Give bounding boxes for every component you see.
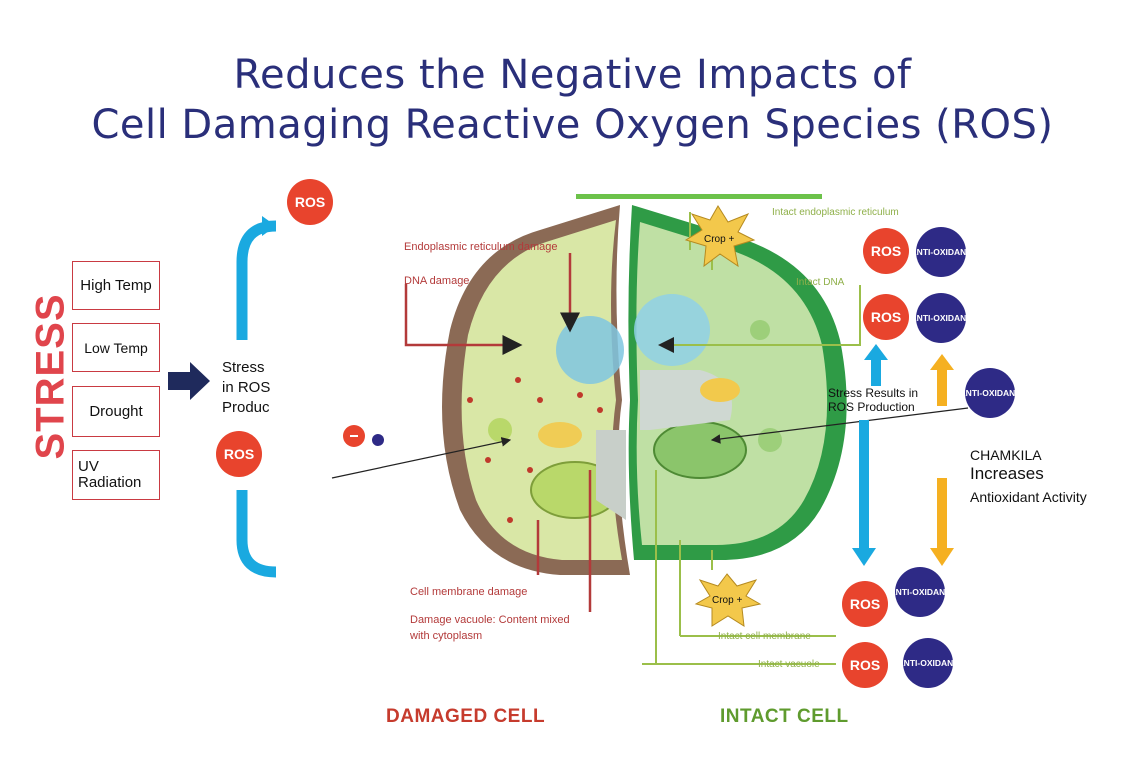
chamkila-label: CHAMKILA (970, 447, 1042, 463)
stressor-high-temp: High Temp (72, 261, 160, 310)
ros-circle-left: ROS (216, 431, 262, 477)
ros-circle-r3: ROS (842, 581, 888, 627)
ros-circle-r2: ROS (863, 294, 909, 340)
antioxidant-circle-r5: ANTI-OXIDANT (898, 638, 958, 688)
caption-intact-cell: INTACT CELL (720, 706, 849, 727)
stressor-drought: Drought (72, 386, 160, 437)
stress-arrow (168, 362, 210, 400)
label-intact-er: Intact endoplasmic reticulum (772, 207, 899, 218)
caption-damaged-cell: DAMAGED CELL (386, 706, 546, 727)
crop-label-top: Crop + (704, 234, 735, 245)
chamkila-antioxidant-activity: Antioxidant Activity (970, 489, 1087, 505)
antioxidant-circle-r2: ANTI-OXIDANT (911, 293, 971, 343)
label-intact-dna: Intact DNA (796, 277, 845, 288)
ros-circle-r4: ROS (842, 642, 888, 688)
label-er-damage: Endoplasmic reticulum damage (404, 241, 558, 253)
antioxidant-circle-r4: ANTI-OXIDANT (890, 567, 950, 617)
label-vacuole-damage-2: with cytoplasm (410, 630, 483, 642)
chamkila-increases: Increases (970, 464, 1044, 483)
stressor-uv-radiation: UV Radiation (72, 450, 160, 500)
label-vacuole-damage-1: Damage vacuole: Content mixed (410, 614, 570, 626)
antioxidant-circle-r1: ANTI-OXIDANT (911, 227, 971, 277)
antioxidant-circle-r3: ANTI-OXIDANT (960, 368, 1020, 418)
ros-circle-r1: ROS (863, 228, 909, 274)
damaged-cell (442, 205, 630, 575)
top-green-bar (576, 194, 822, 199)
ros-circle-top: ROS (287, 179, 333, 225)
stressor-low-temp: Low Temp (72, 323, 160, 372)
crop-star-bottom (694, 573, 762, 627)
title-line-1: Reduces the Negative Impacts of (233, 52, 912, 98)
label-dna-damage: DNA damage (404, 275, 470, 287)
label-intact-vacuole: Intact vacuole (758, 659, 820, 670)
label-intact-membrane: Intact cell membrane (718, 631, 811, 642)
blue-bracket (236, 220, 277, 340)
crop-label-bottom: Crop + (712, 595, 743, 606)
crop-star-top (684, 205, 756, 268)
stress-result-text: Stress in ROS Produc (222, 359, 271, 416)
title-line-2: Cell Damaging Reactive Oxygen Species (R… (91, 102, 1054, 148)
intact-cell (628, 205, 847, 560)
small-antioxidant-dot (372, 434, 384, 446)
ros-production-text: Stress Results in ROS Production (828, 386, 919, 414)
label-membrane-damage: Cell membrane damage (410, 586, 528, 598)
